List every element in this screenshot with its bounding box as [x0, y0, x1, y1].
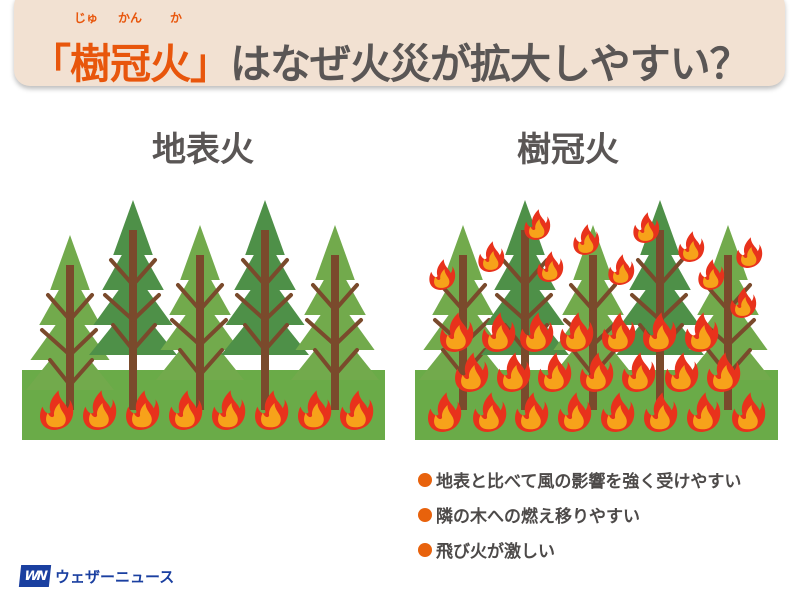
tree-icon	[89, 200, 177, 410]
bullet-dot	[418, 507, 432, 522]
bullet-dot	[418, 542, 432, 557]
title-highlight: 樹冠火	[70, 40, 191, 88]
flame-icon	[678, 231, 705, 262]
title-open-bracket: 「	[30, 40, 71, 88]
flame-icon	[428, 392, 462, 432]
flame-icon	[455, 352, 489, 392]
left-heading: 地表火	[152, 130, 254, 170]
flame-icon	[537, 251, 564, 282]
bullet-item: 隣の木への燃え移りやすい	[418, 497, 741, 532]
flame-icon	[482, 312, 516, 352]
title-close-bracket: 」	[190, 40, 231, 88]
flame-icon	[707, 352, 741, 392]
flame-icon	[573, 224, 600, 255]
flame-icon	[633, 212, 660, 243]
flame-icon	[497, 352, 531, 392]
flame-icon	[255, 390, 289, 430]
logo-text: ウェザーニュース	[55, 567, 175, 586]
flame-icon	[520, 312, 554, 352]
logo-mark: WN	[18, 565, 52, 587]
bullet-text: 飛び火が激しい	[436, 542, 555, 562]
flame-icon	[298, 390, 332, 430]
flame-icon	[440, 312, 474, 352]
flame-icon	[608, 254, 635, 285]
ruby-ju: じゅ	[74, 11, 99, 25]
flame-icon	[687, 392, 721, 432]
flame-icon	[580, 352, 614, 392]
title-rest: はなぜ火災が拡大しやすい？	[230, 40, 751, 88]
bullet-list: 地表と比べて風の影響を強く受けやすい 隣の木への燃え移りやすい 飛び火が激しい	[418, 462, 741, 567]
flame-icon	[644, 392, 678, 432]
flame-icon	[730, 287, 757, 318]
flame-icon	[665, 352, 699, 392]
page-title: 「樹冠火」はなぜ火災が拡大しやすい？	[30, 30, 751, 90]
flame-icon	[340, 390, 374, 430]
ruby-ka: か	[170, 11, 183, 25]
flame-icon	[560, 312, 594, 352]
flame-icon	[685, 312, 719, 352]
bullet-text: 地表と比べて風の影響を強く受けやすい	[436, 472, 742, 492]
right-heading: 樹冠火	[517, 130, 619, 170]
flame-icon	[212, 390, 246, 430]
flame-icon	[538, 352, 572, 392]
flame-icon	[429, 259, 456, 290]
bullet-text: 隣の木への燃え移りやすい	[436, 507, 640, 527]
bullet-item: 飛び火が激しい	[418, 532, 741, 567]
bullet-dot	[418, 472, 432, 487]
flame-icon	[643, 312, 677, 352]
flame-icon	[698, 259, 725, 290]
flame-icon	[126, 390, 160, 430]
flame-icon	[558, 392, 592, 432]
flame-icon	[473, 392, 507, 432]
flame-icon	[602, 312, 636, 352]
flame-icon	[622, 352, 656, 392]
tree-icon	[221, 200, 309, 410]
flame-icon	[478, 241, 505, 272]
weathernews-logo: WN ウェザーニュース	[18, 565, 175, 587]
flame-icon	[515, 392, 549, 432]
tree-icon	[291, 225, 379, 410]
flame-icon	[169, 390, 203, 430]
flame-icon	[83, 390, 117, 430]
flame-icon	[601, 392, 635, 432]
tree-icon	[26, 235, 114, 410]
tree-icon	[156, 225, 244, 410]
flame-icon	[524, 209, 551, 240]
bullet-item: 地表と比べて風の影響を強く受けやすい	[418, 462, 741, 497]
ruby-kan: かん	[118, 11, 143, 25]
flame-icon	[736, 237, 763, 268]
title-banner	[14, 0, 785, 86]
flame-icon	[40, 390, 74, 430]
flame-icon	[732, 392, 766, 432]
